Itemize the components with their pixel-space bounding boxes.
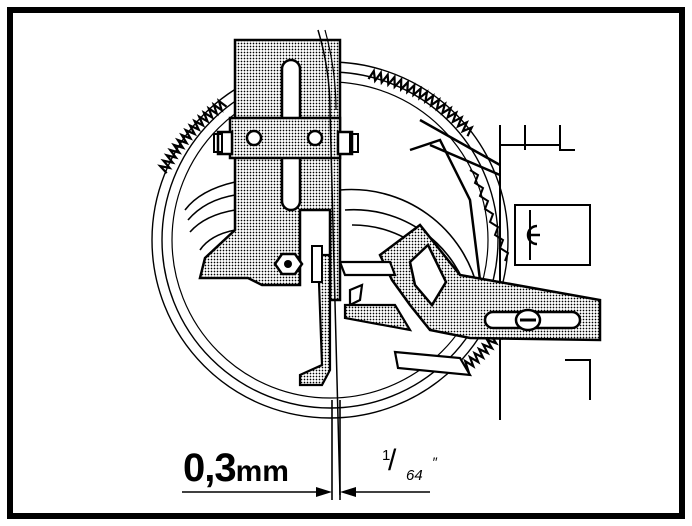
metric-dimension-label: 0,3mm bbox=[183, 448, 289, 488]
hex-nut-icon bbox=[273, 252, 304, 276]
gear-tooth-row bbox=[157, 98, 228, 174]
frame-plate bbox=[409, 118, 591, 420]
imperial-fraction-slash: / bbox=[388, 444, 397, 477]
hair-wire bbox=[317, 29, 341, 496]
e-clip-icon bbox=[526, 224, 540, 246]
support-bracket bbox=[198, 38, 354, 302]
horizontal-lever bbox=[378, 223, 602, 342]
imperial-denominator: 64 bbox=[406, 467, 423, 484]
inch-mark: ″ bbox=[432, 454, 437, 470]
slot-screw-icon bbox=[514, 308, 542, 332]
contact-lever bbox=[298, 245, 332, 387]
gear-tooth-row bbox=[367, 67, 474, 137]
imperial-numerator: 1 bbox=[382, 447, 391, 464]
metric-unit: mm bbox=[235, 455, 289, 488]
dimension-lines bbox=[182, 400, 430, 500]
metric-value: 0,3 bbox=[183, 446, 237, 490]
knurled-screw-icon bbox=[213, 133, 359, 153]
outer-border bbox=[7, 7, 685, 519]
escape-wheel bbox=[469, 169, 510, 262]
pallet-fork bbox=[338, 260, 473, 377]
dimension-arrows bbox=[316, 487, 356, 497]
